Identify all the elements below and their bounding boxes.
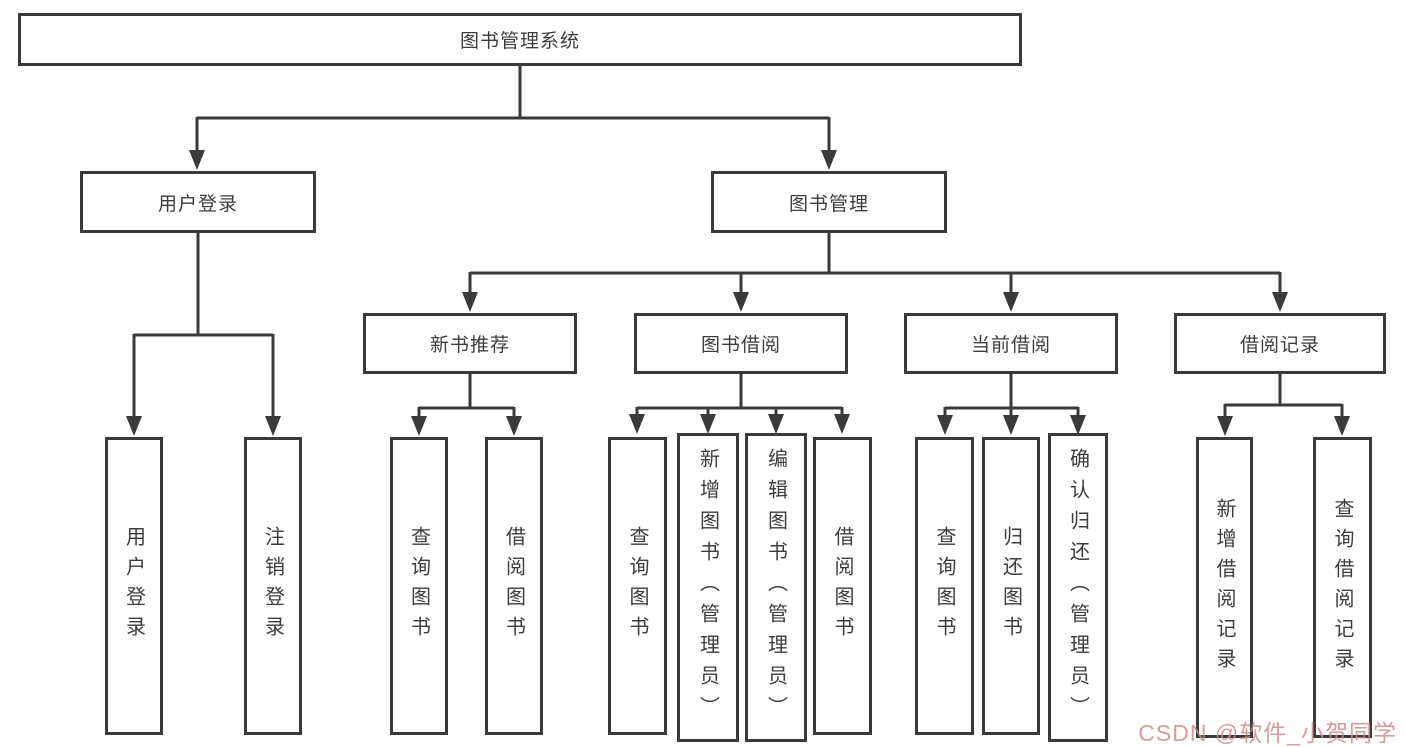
node-root-library-system: 图书管理系统 xyxy=(18,13,1022,66)
leaf-borrowing-add-books-admin: 新增图书（管理员） xyxy=(677,433,739,742)
node-borrowing-records: 借阅记录 xyxy=(1174,313,1386,374)
leaf-logout: 注销登录 xyxy=(244,437,302,735)
node-new-book-recommend: 新书推荐 xyxy=(363,313,577,374)
leaf-borrowing-edit-books-admin: 编辑图书（管理员） xyxy=(745,433,807,742)
csdn-watermark: CSDN @软件_小贺同学 xyxy=(1138,720,1397,746)
leaf-records-add-record: 新增借阅记录 xyxy=(1196,437,1253,738)
node-user-login: 用户登录 xyxy=(80,171,316,233)
arrowheads xyxy=(126,150,1350,436)
leaf-current-confirm-return-admin: 确认归还（管理员） xyxy=(1048,433,1108,742)
node-current-borrowing: 当前借阅 xyxy=(904,313,1118,374)
leaf-borrowing-query-books: 查询图书 xyxy=(608,437,667,735)
node-book-management: 图书管理 xyxy=(711,171,947,233)
leaf-borrowing-borrow-books: 借阅图书 xyxy=(813,437,872,735)
leaf-newbook-borrow-books: 借阅图书 xyxy=(485,437,543,735)
leaf-user-login: 用户登录 xyxy=(105,437,163,735)
leaf-current-return-books: 归还图书 xyxy=(982,437,1040,735)
leaf-newbook-query-books: 查询图书 xyxy=(390,437,448,735)
leaf-records-query-record: 查询借阅记录 xyxy=(1313,437,1372,738)
leaf-current-query-books: 查询图书 xyxy=(915,437,974,735)
node-book-borrowing: 图书借阅 xyxy=(634,313,848,374)
